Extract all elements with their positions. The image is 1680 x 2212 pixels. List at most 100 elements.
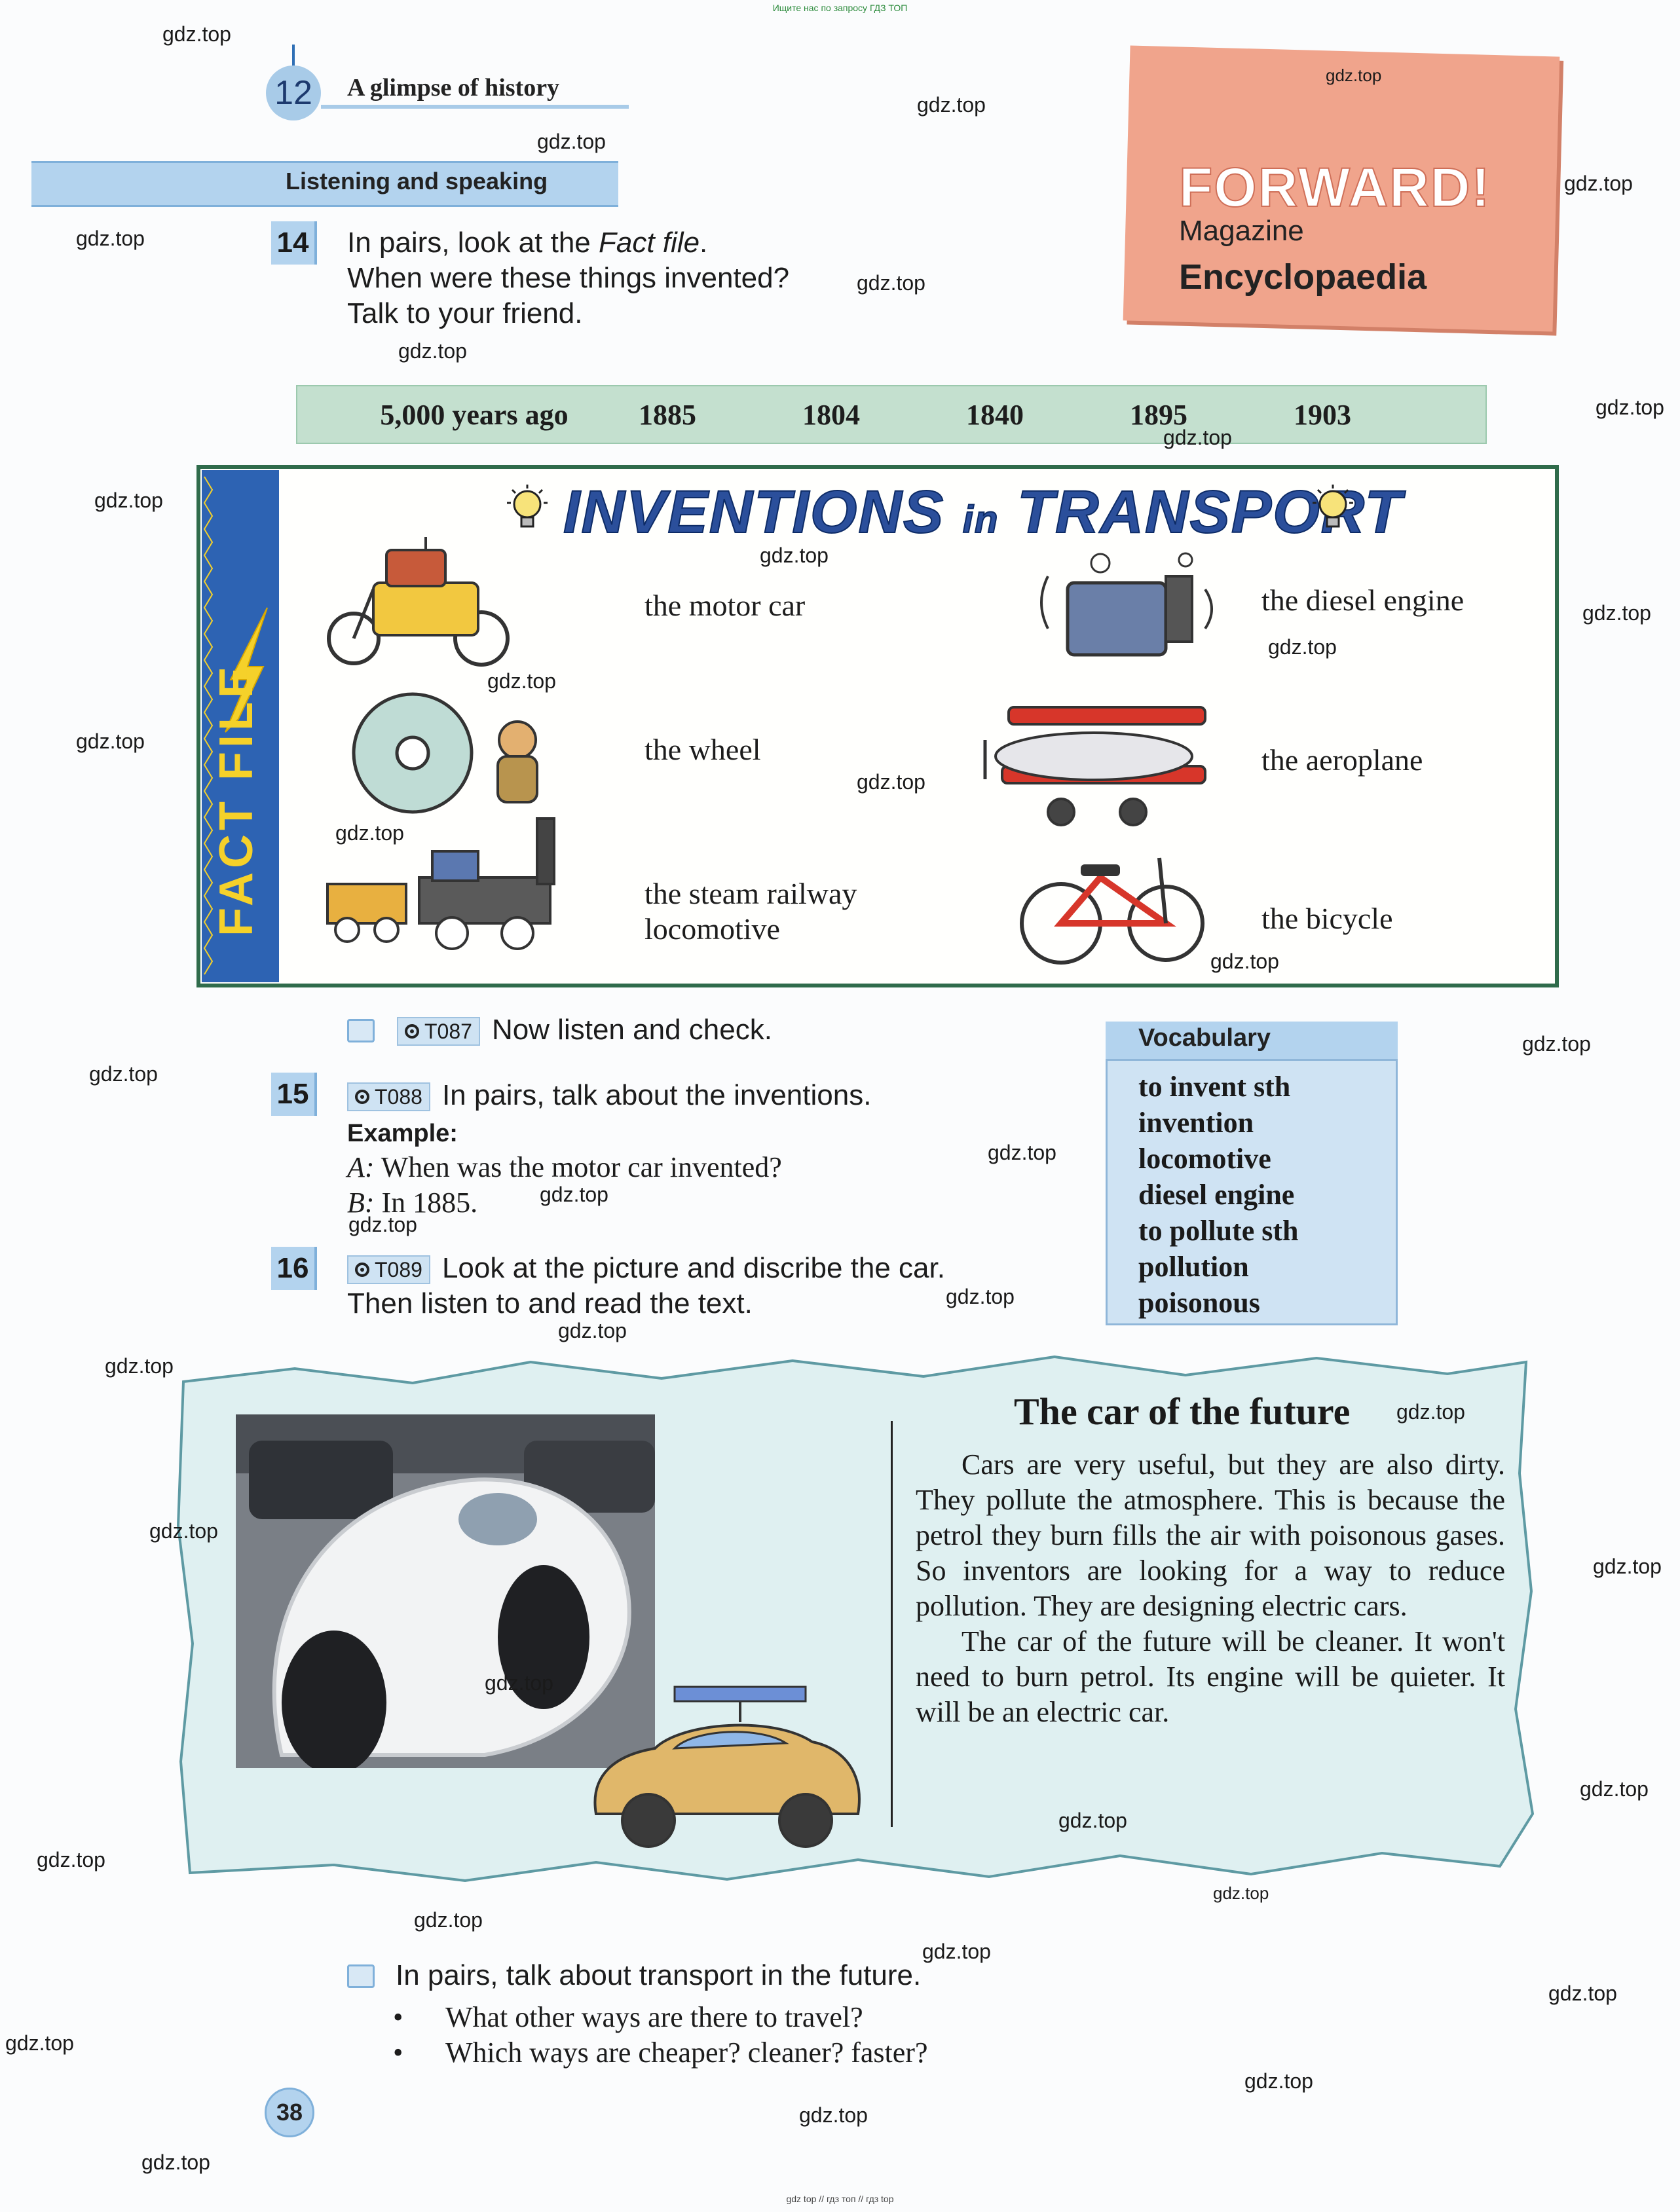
unit-number-badge: 12 bbox=[266, 65, 321, 120]
watermark: gdz.top bbox=[1593, 1555, 1662, 1578]
exercise-17-instructions: In pairs, talk about transport in the fu… bbox=[396, 1959, 922, 1991]
vocabulary-header bbox=[1106, 1022, 1398, 1061]
light-bulb-icon bbox=[1313, 485, 1353, 528]
invention-label: the motor car bbox=[644, 589, 806, 622]
aeroplane-icon bbox=[983, 706, 1206, 826]
vocabulary-title: Vocabulary bbox=[1138, 1024, 1271, 1052]
watermark: gdz.top bbox=[857, 770, 925, 794]
watermark: gdz.top bbox=[558, 1319, 627, 1342]
date-option: 1903 bbox=[1294, 398, 1351, 431]
watermark: gdz.top bbox=[537, 130, 606, 153]
article-paragraph: Cars are very useful, but they are also … bbox=[916, 1448, 1505, 1622]
watermark: gdz.top bbox=[149, 1519, 218, 1543]
vocabulary-box bbox=[1106, 1022, 1398, 1325]
exercise-16-line2: Then listen to and read the text. bbox=[347, 1287, 753, 1319]
fact-file-label: FACT FILE bbox=[210, 663, 263, 936]
exercise-15-number: 15 bbox=[271, 1073, 317, 1116]
vocabulary-item: invention bbox=[1138, 1107, 1254, 1139]
invention-label: the steam railway locomotive bbox=[644, 876, 857, 947]
watermark: gdz.top bbox=[162, 22, 231, 46]
audio-track-badge[interactable]: T089 bbox=[347, 1255, 430, 1285]
watermark: gdz.top bbox=[487, 669, 556, 693]
section-heading: Listening and speaking bbox=[286, 168, 548, 194]
watermark: gdz.top bbox=[917, 93, 986, 117]
vocabulary-item: to invent sth bbox=[1138, 1071, 1291, 1103]
exercise-14-line2: When were these things invented? bbox=[347, 262, 790, 294]
date-option: 1885 bbox=[639, 398, 696, 431]
fact-title-part2: in bbox=[962, 498, 999, 542]
audio-track-badge[interactable]: T087 bbox=[397, 1017, 480, 1046]
watermark: gdz.top bbox=[946, 1285, 1015, 1308]
watermark: gdz.top bbox=[398, 339, 467, 363]
watermark: gdz.top bbox=[988, 1141, 1056, 1164]
vocabulary-item: diesel engine bbox=[1138, 1179, 1295, 1211]
unit-underline bbox=[321, 105, 629, 109]
page-number: 38 bbox=[265, 2088, 314, 2137]
cd-icon bbox=[355, 1090, 369, 1105]
article-paragraph: The car of the future will be cleaner. I… bbox=[916, 1625, 1505, 1728]
fact-file-strip bbox=[202, 470, 279, 982]
watermark: gdz.top bbox=[1564, 172, 1633, 195]
fact-title-part1: INVENTIONS bbox=[563, 478, 945, 546]
watermark: gdz.top bbox=[1548, 1982, 1617, 2005]
date-option: 1804 bbox=[802, 398, 860, 431]
question-text: What other ways are there to travel? bbox=[445, 2001, 863, 2033]
answer-checkbox[interactable] bbox=[347, 1964, 375, 1988]
diesel-engine-icon bbox=[1040, 552, 1213, 657]
watermark: gdz.top bbox=[414, 1908, 483, 1932]
listen-check-line: T087 Now listen and check. bbox=[397, 1012, 772, 1048]
answer-checkbox[interactable] bbox=[347, 1019, 375, 1042]
watermark: gdz.top bbox=[5, 2031, 74, 2055]
watermark: gdz.top bbox=[335, 821, 404, 845]
audio-track-badge[interactable]: T088 bbox=[347, 1082, 430, 1112]
date-option: 1895 bbox=[1130, 398, 1187, 431]
listen-check-text: Now listen and check. bbox=[491, 1014, 772, 1046]
exercise-15-text: In pairs, talk about the inventions. bbox=[441, 1079, 872, 1111]
unit-title: A glimpse of history bbox=[347, 74, 560, 101]
speaker-a: A: bbox=[347, 1151, 375, 1183]
cd-icon bbox=[355, 1263, 369, 1278]
watermark: gdz.top bbox=[1210, 949, 1279, 973]
invention-label: the bicycle bbox=[1261, 902, 1393, 935]
date-option: 1840 bbox=[966, 398, 1024, 431]
vocabulary-list: to invent sth invention locomotive diese… bbox=[1138, 1069, 1298, 1321]
watermark: gdz.top bbox=[799, 2103, 868, 2127]
watermark: gdz.top bbox=[37, 1848, 105, 1871]
invention-label: the diesel engine bbox=[1261, 583, 1465, 617]
track-number: T088 bbox=[375, 1085, 422, 1109]
track-number: T087 bbox=[424, 1020, 472, 1044]
section-bar bbox=[31, 161, 618, 207]
invention-label-line: the steam railway bbox=[644, 877, 857, 910]
watermark: gdz.top bbox=[1580, 1777, 1649, 1801]
watermark: gdz.top bbox=[76, 729, 145, 753]
light-bulb-icon bbox=[507, 485, 548, 528]
example-dialogue: A: When was the motor car invented? B: I… bbox=[347, 1150, 782, 1221]
article-title: The car of the future bbox=[1014, 1390, 1351, 1433]
watermark: gdz.top bbox=[1582, 601, 1651, 625]
invention-label: the wheel bbox=[644, 733, 761, 766]
top-banner: Ищите нас по запросу ГДЗ ТОП bbox=[772, 3, 908, 13]
fact-file-title: INVENTIONS in TRANSPORT bbox=[563, 478, 1403, 547]
watermark: gdz.top bbox=[89, 1062, 158, 1086]
magazine-brand: FORWARD! bbox=[1178, 156, 1491, 219]
wheel-icon bbox=[352, 692, 538, 814]
unit-marker-line bbox=[292, 45, 295, 71]
question-text: Which ways are cheaper? cleaner? faster? bbox=[445, 2037, 928, 2069]
watermark: gdz.top bbox=[922, 1940, 991, 1963]
watermark: gdz.top bbox=[141, 2150, 210, 2174]
watermark: gdz.top bbox=[1326, 65, 1382, 85]
exercise-15-instructions: T088 In pairs, talk about the inventions. bbox=[347, 1078, 871, 1113]
watermark: gdz.top bbox=[1522, 1032, 1591, 1056]
vocabulary-item: to pollute sth bbox=[1138, 1215, 1299, 1247]
discussion-question: •What other ways are there to travel? bbox=[393, 2001, 863, 2033]
vocabulary-item: poisonous bbox=[1138, 1287, 1260, 1319]
vocabulary-item: pollution bbox=[1138, 1251, 1249, 1283]
watermark: gdz.top bbox=[1268, 635, 1337, 659]
electric-car-icon bbox=[593, 1686, 861, 1848]
watermark: gdz.top bbox=[1213, 1883, 1269, 1903]
watermark: gdz.top bbox=[485, 1671, 553, 1695]
watermark: gdz.top bbox=[348, 1213, 417, 1236]
speaker-b-line: In 1885. bbox=[381, 1187, 478, 1219]
watermark: gdz.top bbox=[1396, 1400, 1465, 1424]
